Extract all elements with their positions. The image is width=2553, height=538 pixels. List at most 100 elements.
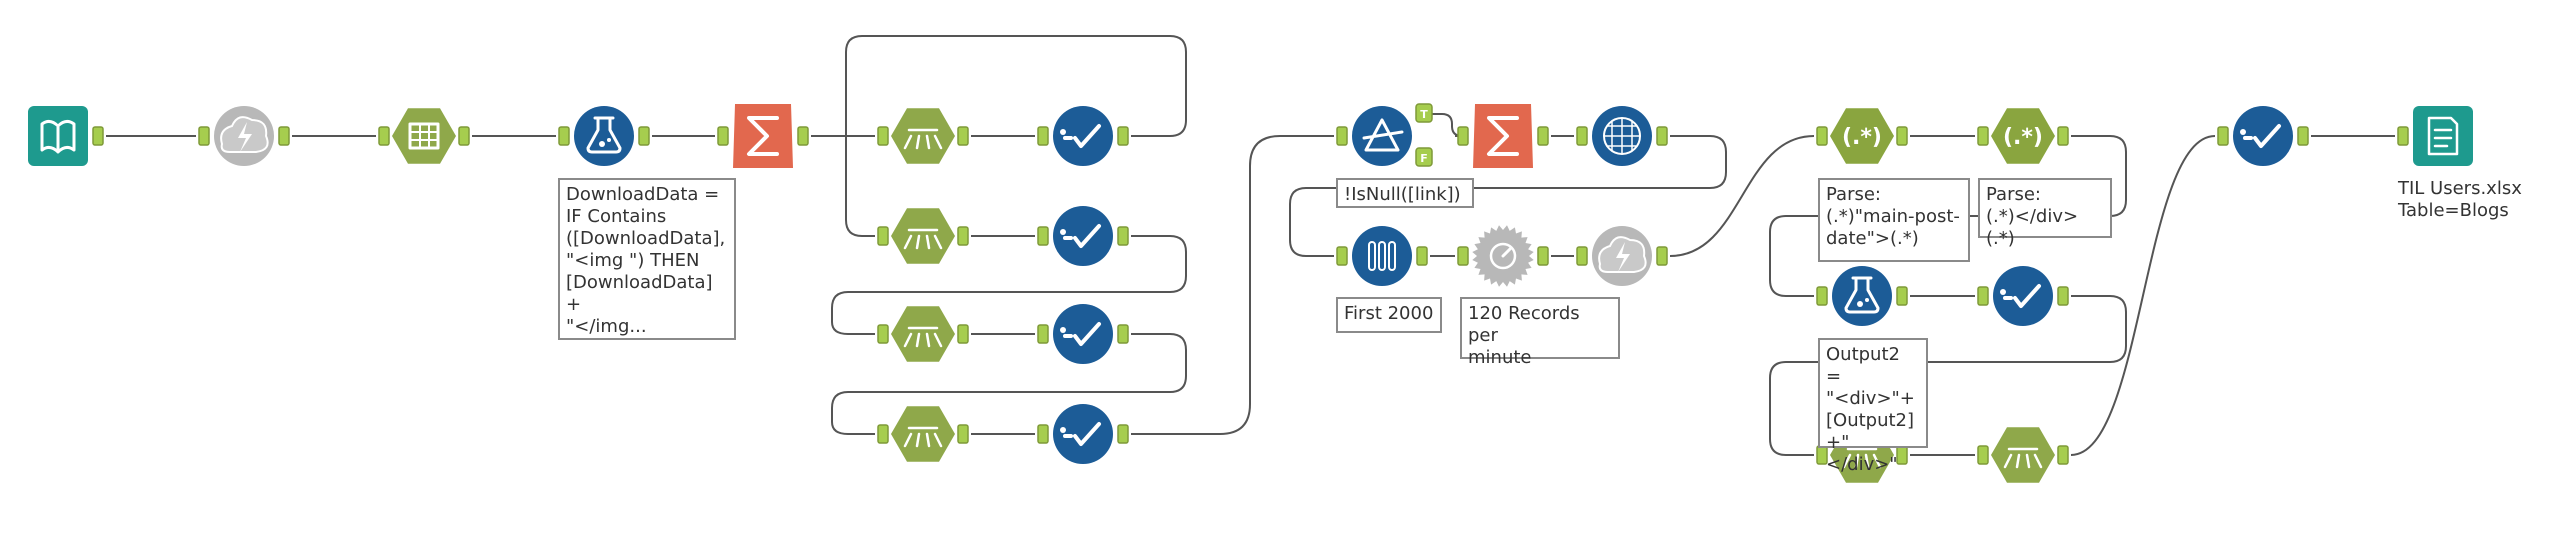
input-anchor[interactable]	[1457, 126, 1469, 146]
input-anchor[interactable]	[1816, 126, 1828, 146]
input-anchor[interactable]	[1816, 286, 1828, 306]
output-anchor[interactable]	[2057, 445, 2069, 465]
output-anchor[interactable]	[797, 126, 809, 146]
input-anchor[interactable]	[2397, 126, 2409, 146]
lightning-cloud-icon	[220, 116, 269, 153]
tool-output-data-output[interactable]	[2397, 106, 2473, 166]
tool-union-union3[interactable]	[1037, 304, 1129, 364]
output-anchor[interactable]	[2057, 126, 2069, 146]
tool-sample-sample[interactable]	[1336, 226, 1428, 286]
tool-generate-rows-gen4[interactable]	[877, 406, 969, 462]
connector-generate6-union6[interactable]	[2070, 135, 2216, 456]
tool-input-data-input[interactable]	[28, 106, 104, 166]
input-anchor[interactable]	[1037, 126, 1049, 146]
output-anchor[interactable]	[1537, 126, 1549, 146]
tool-summarize-summ1[interactable]	[717, 104, 809, 168]
tool-union-union1[interactable]	[1037, 106, 1129, 166]
output-anchor[interactable]	[2297, 126, 2309, 146]
tool-body	[1830, 108, 1894, 164]
tool-body	[574, 106, 634, 166]
tool-regex-regex1[interactable]: (.*)	[1816, 108, 1908, 164]
input-anchor[interactable]	[2217, 126, 2229, 146]
tool-generate-rows-gen3[interactable]	[877, 306, 969, 362]
connector-union2-generate3[interactable]	[831, 235, 1187, 335]
tool-text-to-columns-textcols[interactable]	[378, 108, 470, 164]
connector-filter-true-summarize[interactable]	[1428, 113, 1463, 137]
output-anchor[interactable]	[1656, 126, 1668, 146]
output-anchor[interactable]	[1896, 445, 1908, 465]
tool-throttle-throttle[interactable]	[1457, 225, 1549, 287]
output-anchor[interactable]	[458, 126, 470, 146]
tool-union-union2[interactable]	[1037, 206, 1129, 266]
tool-formula-formula2[interactable]	[1816, 266, 1908, 326]
tool-summarize-summ2[interactable]	[1457, 104, 1549, 168]
tool-body	[2233, 106, 2293, 166]
input-anchor[interactable]	[1037, 226, 1049, 246]
input-anchor[interactable]	[1336, 246, 1348, 266]
output-anchor[interactable]	[1537, 246, 1549, 266]
connector-union5-generate5[interactable]	[1769, 295, 2127, 456]
output-anchor[interactable]	[1416, 246, 1428, 266]
tool-formula-formula1[interactable]	[558, 106, 650, 166]
filter-false-anchor[interactable]: F	[1415, 147, 1433, 167]
output-anchor[interactable]	[92, 126, 104, 146]
annotation-throttle: 120 Records per minute	[1460, 297, 1620, 368]
output-anchor[interactable]	[1896, 126, 1908, 146]
filter-true-anchor-label: T	[1420, 108, 1428, 121]
tool-union-union5[interactable]	[1977, 266, 2069, 326]
tool-unique-unique[interactable]	[1576, 106, 1668, 166]
input-anchor[interactable]	[1977, 286, 1989, 306]
input-anchor[interactable]	[1576, 126, 1588, 146]
output-anchor[interactable]	[957, 226, 969, 246]
union-check-icon	[1060, 422, 1101, 446]
annotation-formula2: Output2 = "<div>"+ [Output2] +"</div>"	[1818, 338, 1928, 475]
filter-triangle-icon	[1362, 118, 1404, 152]
output-anchor[interactable]	[957, 324, 969, 344]
tool-union-union4[interactable]	[1037, 404, 1129, 464]
input-anchor[interactable]	[1336, 126, 1348, 146]
input-anchor[interactable]	[877, 424, 889, 444]
input-anchor[interactable]	[1576, 246, 1588, 266]
output-anchor[interactable]	[1896, 286, 1908, 306]
input-anchor[interactable]	[877, 324, 889, 344]
filter-true-anchor[interactable]: T	[1415, 103, 1433, 123]
output-anchor[interactable]	[278, 126, 290, 146]
input-anchor[interactable]	[1457, 246, 1469, 266]
tool-regex-regex2[interactable]: (.*)	[1977, 108, 2069, 164]
input-anchor[interactable]	[1977, 445, 1989, 465]
input-anchor[interactable]	[558, 126, 570, 146]
output-anchor[interactable]	[1117, 324, 1129, 344]
tool-union-union6[interactable]	[2217, 106, 2309, 166]
tool-download-download2[interactable]	[1576, 226, 1668, 286]
connector-download-regex1[interactable]	[1669, 135, 1815, 257]
connector-union1-generate2[interactable]	[845, 35, 1187, 237]
tool-generate-rows-gen6[interactable]	[1977, 427, 2069, 483]
input-anchor[interactable]	[1037, 324, 1049, 344]
output-anchor[interactable]	[638, 126, 650, 146]
output-anchor[interactable]	[1117, 424, 1129, 444]
input-anchor[interactable]	[717, 126, 729, 146]
output-anchor[interactable]	[1117, 226, 1129, 246]
generate-rows-icon	[903, 228, 943, 250]
output-anchor[interactable]	[1656, 246, 1668, 266]
tool-generate-rows-gen2[interactable]	[877, 208, 969, 264]
output-anchor[interactable]	[1117, 126, 1129, 146]
input-anchor[interactable]	[877, 126, 889, 146]
connector-unique-sample[interactable]	[1289, 135, 1727, 257]
input-anchor[interactable]	[198, 126, 210, 146]
annotation-formula1: DownloadData = IF Contains ([DownloadDat…	[558, 178, 736, 340]
output-anchor[interactable]	[957, 424, 969, 444]
input-anchor[interactable]	[378, 126, 390, 146]
output-anchor[interactable]	[957, 126, 969, 146]
input-anchor[interactable]	[1037, 424, 1049, 444]
output-anchor[interactable]	[2057, 286, 2069, 306]
input-anchor[interactable]	[1977, 126, 1989, 146]
union-check-icon	[2000, 284, 2041, 308]
tool-filter-filter[interactable]: TF	[1336, 103, 1433, 167]
tool-generate-rows-gen1[interactable]	[877, 108, 969, 164]
connector-union3-generate4[interactable]	[831, 333, 1187, 435]
connector-union4-filter[interactable]	[1131, 135, 1334, 435]
input-anchor[interactable]	[877, 226, 889, 246]
tool-download-download1[interactable]	[198, 106, 290, 166]
